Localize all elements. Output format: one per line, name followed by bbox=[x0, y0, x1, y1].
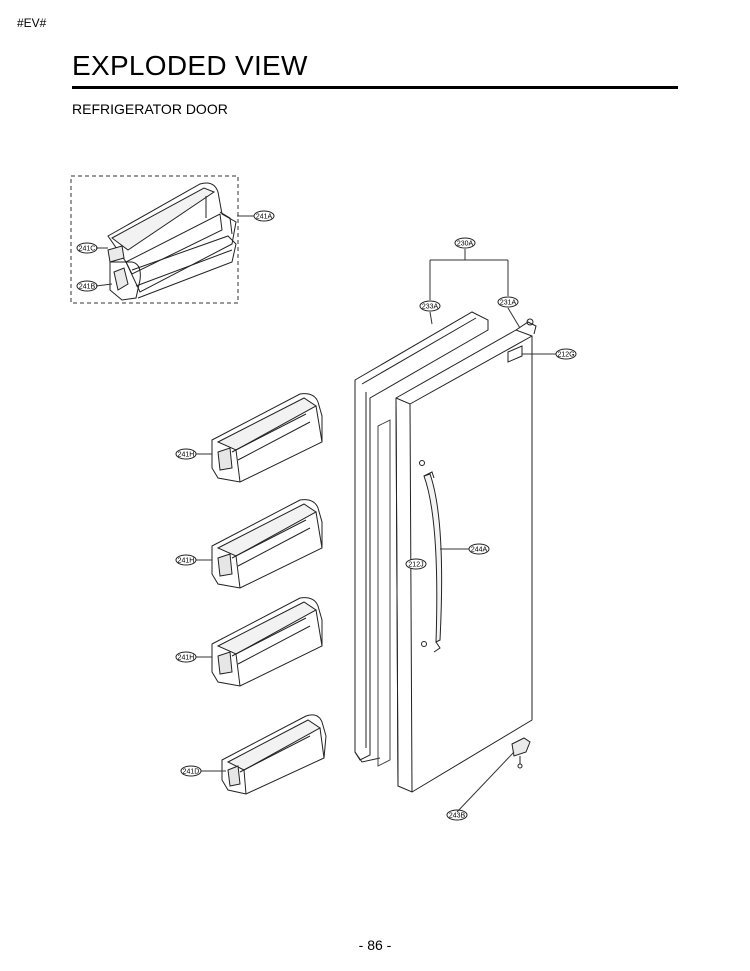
title-rule bbox=[72, 86, 678, 89]
svg-text:244A: 244A bbox=[471, 547, 488, 554]
part-label-212J: 212J bbox=[405, 558, 427, 570]
page-subtitle: REFRIGERATOR DOOR bbox=[72, 101, 228, 117]
svg-text:241A: 241A bbox=[256, 214, 273, 221]
svg-text:241C: 241C bbox=[79, 246, 96, 253]
svg-text:230A: 230A bbox=[457, 241, 474, 248]
page-number: - 86 - bbox=[358, 937, 392, 953]
part-label-241A: 241A bbox=[253, 210, 275, 222]
door-bin-2 bbox=[211, 499, 323, 589]
part-label-241C: 241C bbox=[76, 242, 98, 254]
svg-text:233A: 233A bbox=[422, 304, 439, 311]
svg-text:241H: 241H bbox=[178, 655, 195, 662]
part-label-241H-1: 241H bbox=[175, 448, 197, 460]
part-label-212G: 212G bbox=[555, 348, 577, 360]
page-title: EXPLODED VIEW bbox=[72, 50, 308, 81]
part-label-244A: 244A bbox=[468, 543, 490, 555]
part-label-230A: 230A bbox=[454, 237, 476, 249]
svg-text:241B: 241B bbox=[79, 284, 96, 291]
part-label-241H-2: 241H bbox=[175, 554, 197, 566]
document-tag: #EV# bbox=[17, 16, 47, 30]
door-bin-4 bbox=[221, 714, 327, 795]
door-bin-1 bbox=[211, 393, 323, 483]
door-bin-3 bbox=[211, 597, 323, 687]
part-label-241B: 241B bbox=[76, 280, 98, 292]
door-gasket bbox=[354, 311, 489, 767]
svg-text:241H: 241H bbox=[178, 452, 195, 459]
leader-lines bbox=[95, 215, 556, 813]
part-label-243B: 243B bbox=[446, 809, 468, 821]
svg-text:243B: 243B bbox=[449, 813, 466, 820]
inset-box bbox=[70, 175, 239, 304]
svg-text:212G: 212G bbox=[557, 352, 574, 359]
part-label-241H-3: 241H bbox=[175, 651, 197, 663]
svg-text:231A: 231A bbox=[500, 300, 517, 307]
part-label-241D: 241D bbox=[180, 765, 202, 777]
svg-text:212J: 212J bbox=[408, 562, 423, 569]
door-panel bbox=[395, 318, 537, 793]
part-label-233A: 233A bbox=[419, 300, 441, 312]
svg-text:241D: 241D bbox=[183, 769, 200, 776]
svg-text:241H: 241H bbox=[178, 558, 195, 565]
part-label-231A: 231A bbox=[497, 296, 519, 308]
